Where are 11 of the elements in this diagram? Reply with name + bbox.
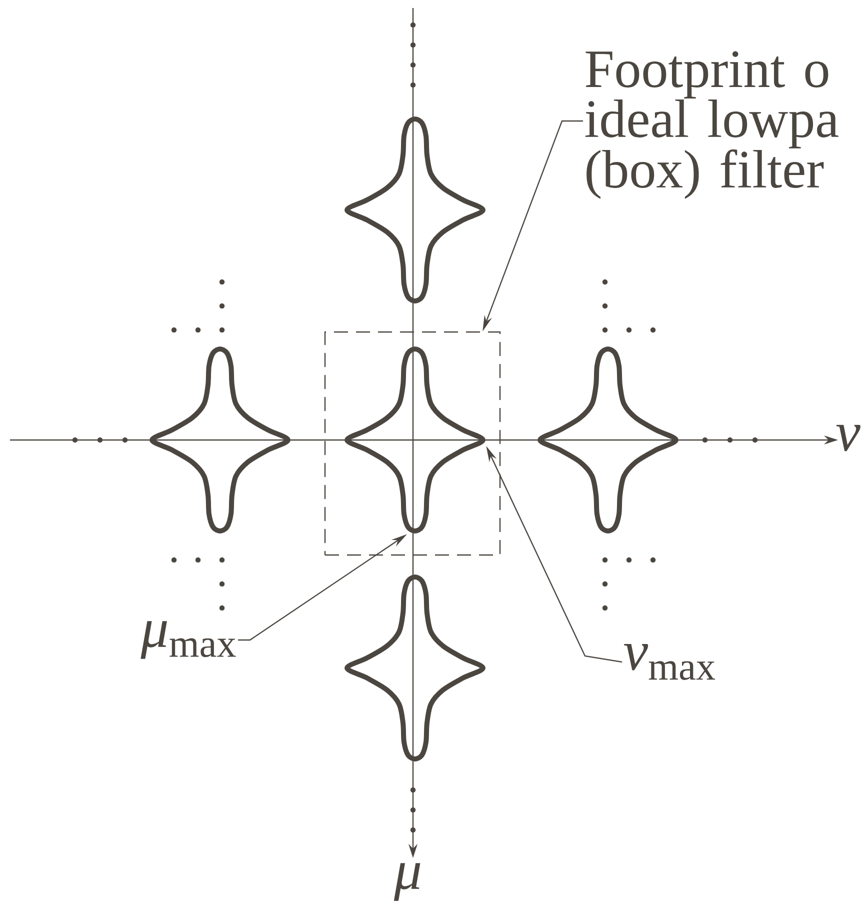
- callout-text: μ$_{max}$: [140, 621, 236, 659]
- spectrum-shape: [344, 346, 486, 534]
- callout-text: ν$_{max}$: [624, 644, 716, 680]
- spectrum-shape: [538, 346, 678, 534]
- spectrum-shape: [344, 116, 486, 304]
- spectrum-shape: [344, 574, 486, 762]
- axis-label: ν: [836, 424, 860, 452]
- axis-label: μ: [394, 863, 420, 901]
- callout-text: Footprint o ideal lowpa (box) filter: [585, 51, 838, 199]
- spectrum-shape: [150, 346, 290, 534]
- dashed-box: [324, 331, 501, 556]
